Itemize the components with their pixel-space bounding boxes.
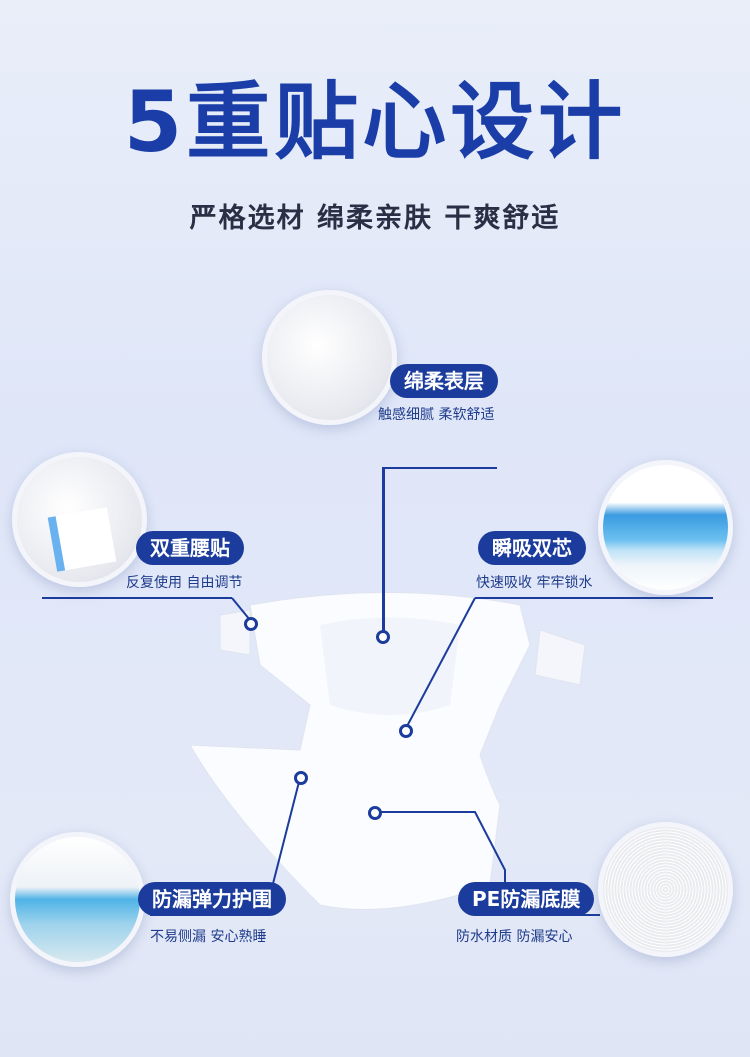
feature-desc: 反复使用 自由调节 <box>126 575 243 591</box>
connector-line <box>382 467 497 469</box>
pe-film-photo <box>598 822 733 957</box>
surface-layer-photo <box>262 290 397 425</box>
feature-desc: 不易侧漏 安心熟睡 <box>150 929 267 945</box>
feature-desc: 防水材质 防漏安心 <box>456 929 573 945</box>
leak-guard-photo <box>10 832 145 967</box>
feature-tag: 双重腰贴 <box>136 531 244 565</box>
marker-dot <box>376 630 390 644</box>
marker-dot <box>244 617 258 631</box>
subtitle: 严格选材 绵柔亲肤 干爽舒适 <box>189 203 561 234</box>
absorbent-core-photo <box>598 460 733 595</box>
connector-line <box>475 597 713 599</box>
feature-tag: 瞬吸双芯 <box>478 531 586 565</box>
feature-tag: 防漏弹力护围 <box>138 882 286 916</box>
page-title: 5重贴心设计 <box>123 73 627 171</box>
marker-dot <box>294 771 308 785</box>
feature-desc: 快速吸收 牢牢锁水 <box>476 575 593 591</box>
marker-dot <box>399 724 413 738</box>
feature-tag: PE防漏底膜 <box>458 882 595 916</box>
feature-desc: 触感细腻 柔软舒适 <box>378 407 495 423</box>
connector-line <box>382 467 385 637</box>
connector-line <box>42 597 232 599</box>
feature-tag: 绵柔表层 <box>390 364 498 398</box>
waist-tape-photo <box>12 452 147 587</box>
marker-dot <box>368 806 382 820</box>
diaper-illustration <box>190 592 586 910</box>
